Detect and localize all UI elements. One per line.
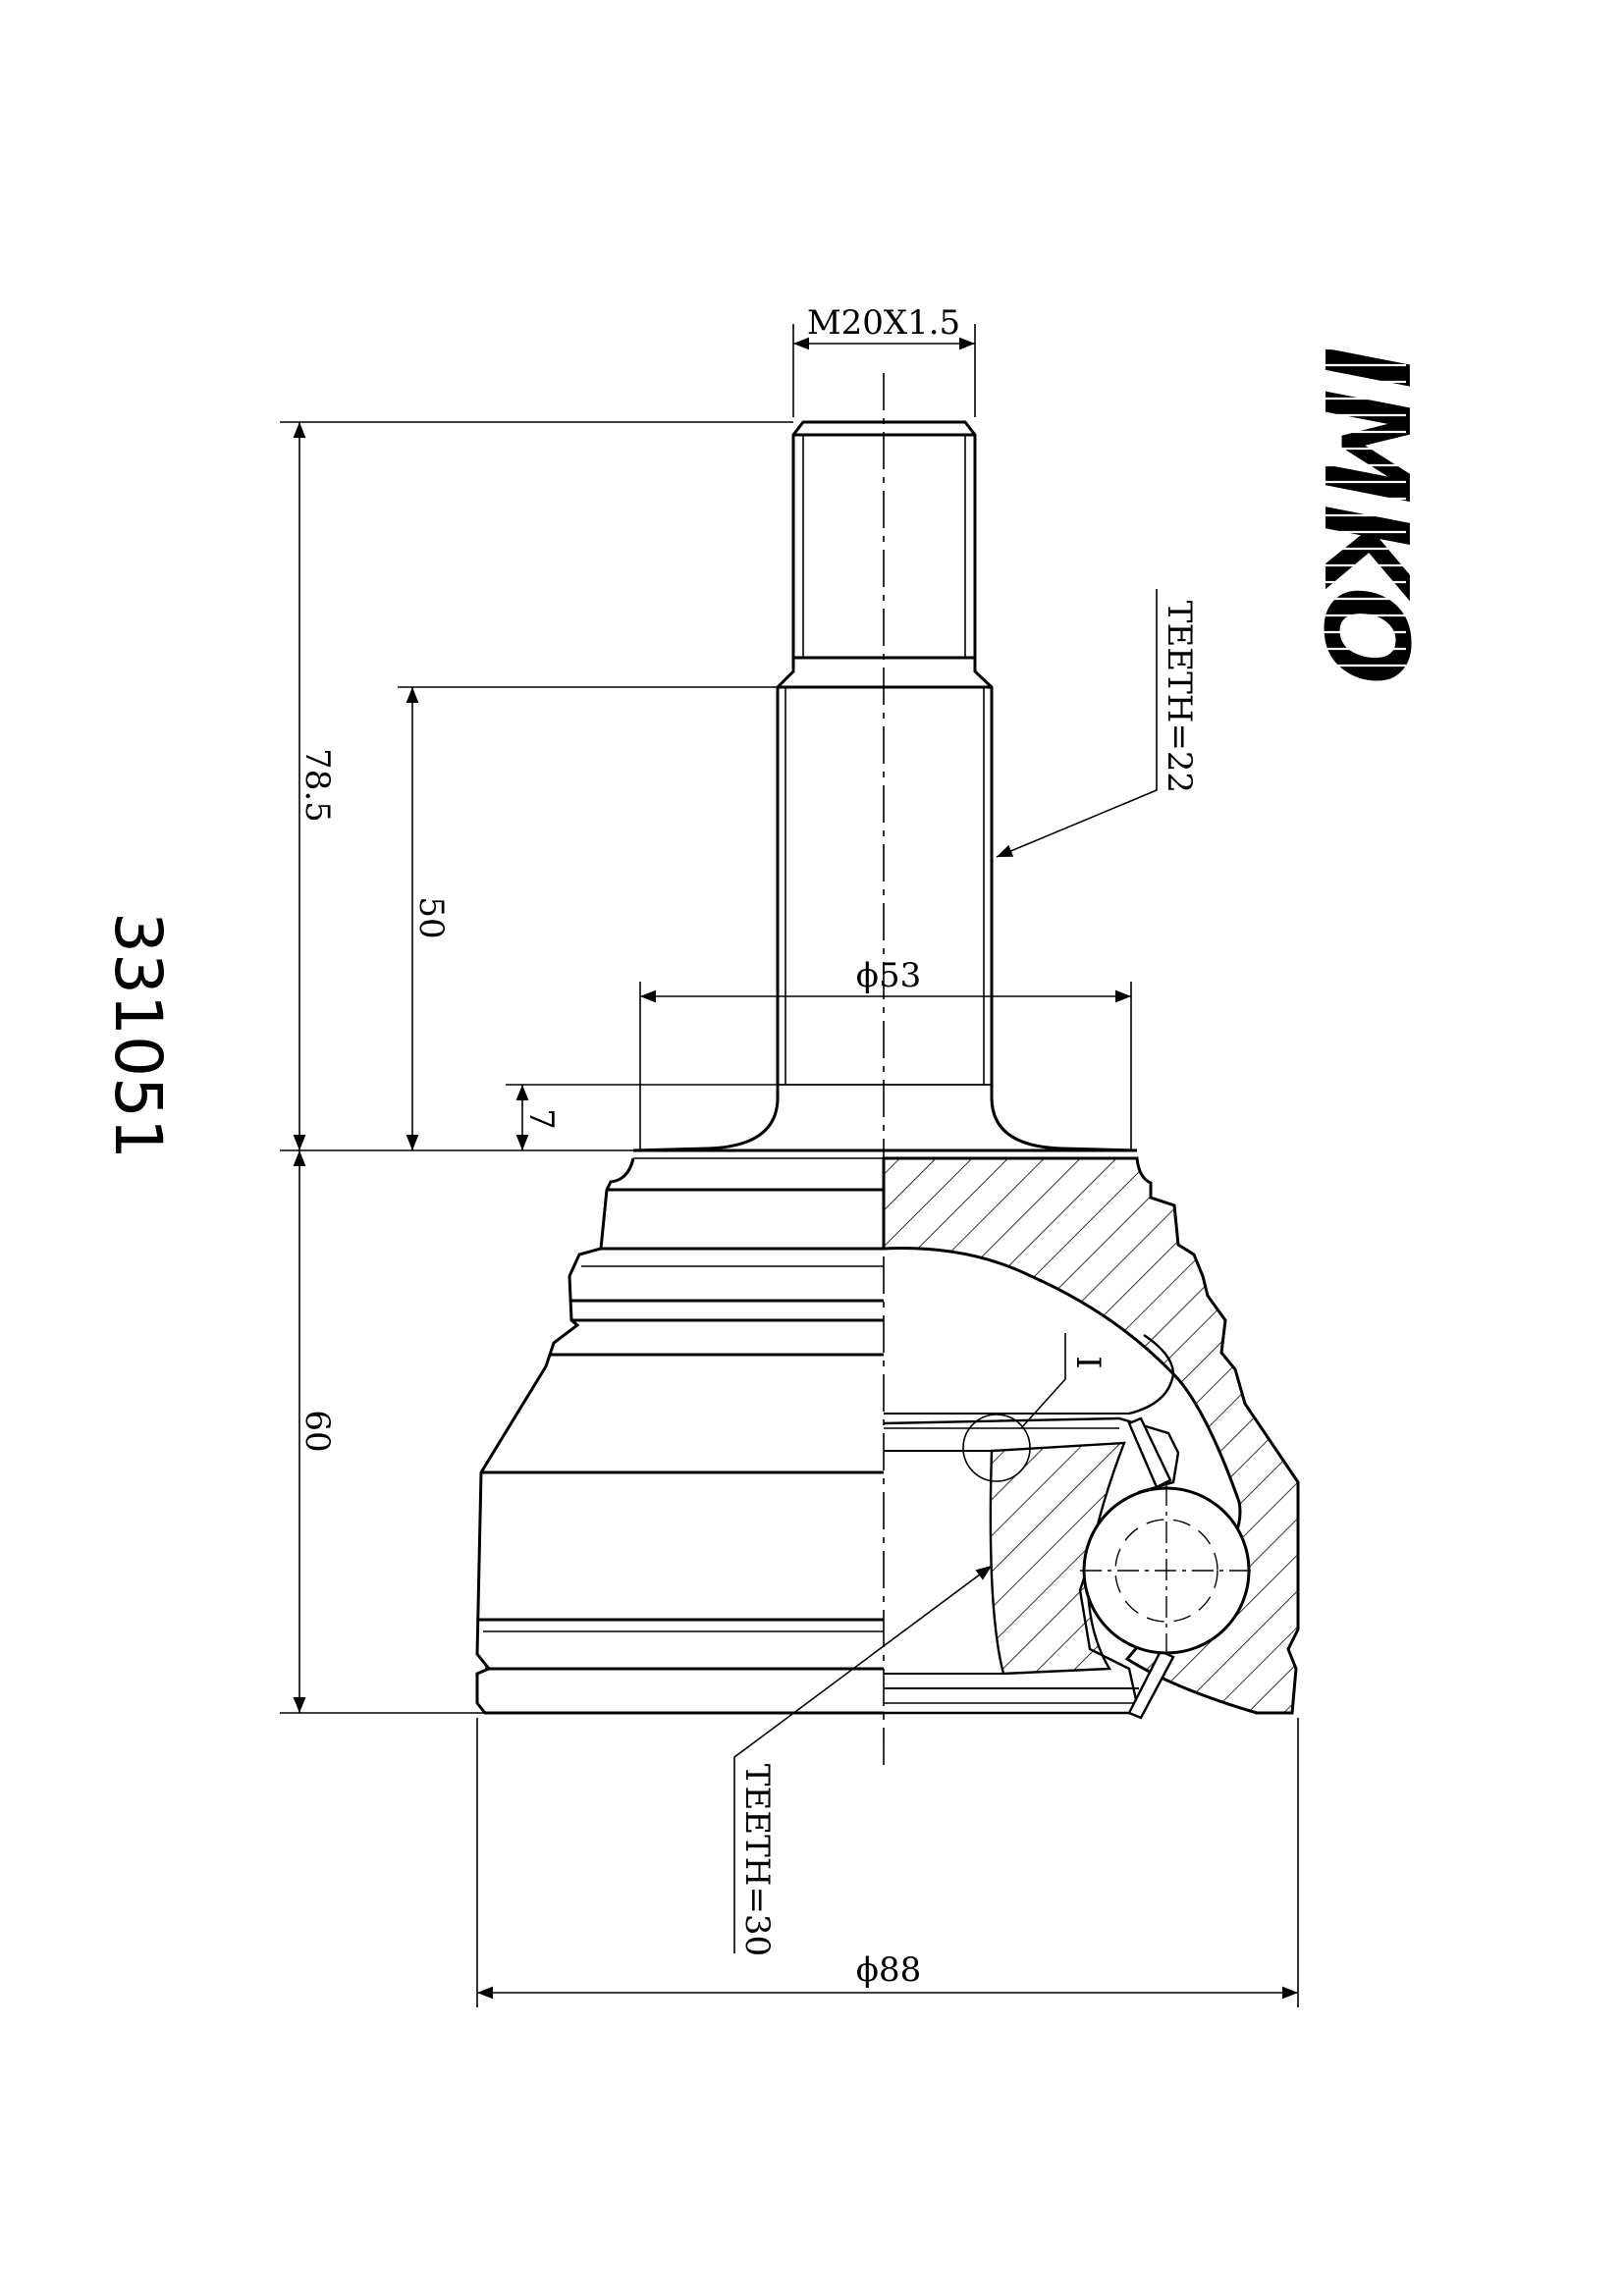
dim-shaft-length bbox=[398, 686, 778, 1150]
dim-flange-diameter-label: ϕ53 bbox=[856, 956, 921, 995]
dim-flange-height-label: 7 bbox=[521, 1108, 561, 1130]
brand-logo: IMKO bbox=[1286, 346, 1434, 718]
detail-marker: I bbox=[962, 1333, 1108, 1482]
leader-inner-spline bbox=[733, 1565, 993, 1953]
dim-flange-diameter bbox=[639, 982, 1132, 1150]
detail-marker-label: I bbox=[1068, 1356, 1108, 1368]
dim-outer-diameter-label: ϕ88 bbox=[856, 1950, 921, 1990]
dim-body-height-label: 60 bbox=[298, 1410, 337, 1452]
dim-overall-length bbox=[280, 421, 793, 1151]
dim-body-height bbox=[280, 1150, 485, 1714]
label-inner-spline: TEETH=30 bbox=[737, 1764, 777, 1956]
joint-body-section bbox=[882, 1156, 1300, 1720]
dim-thread-label: M20X1.5 bbox=[807, 303, 960, 343]
dim-outer-diameter bbox=[476, 1718, 1299, 2007]
shaft bbox=[632, 420, 1138, 1152]
dim-shaft-length-label: 50 bbox=[411, 896, 451, 938]
label-outer-spline: TEETH=22 bbox=[1160, 601, 1199, 793]
part-number: 331051 bbox=[100, 912, 176, 1159]
leader-outer-spline bbox=[996, 589, 1158, 858]
dim-overall-length-label: 78.5 bbox=[298, 748, 337, 823]
dim-thread bbox=[792, 324, 976, 417]
dim-flange-height bbox=[506, 1084, 778, 1150]
joint-body-left bbox=[475, 1148, 1137, 1715]
